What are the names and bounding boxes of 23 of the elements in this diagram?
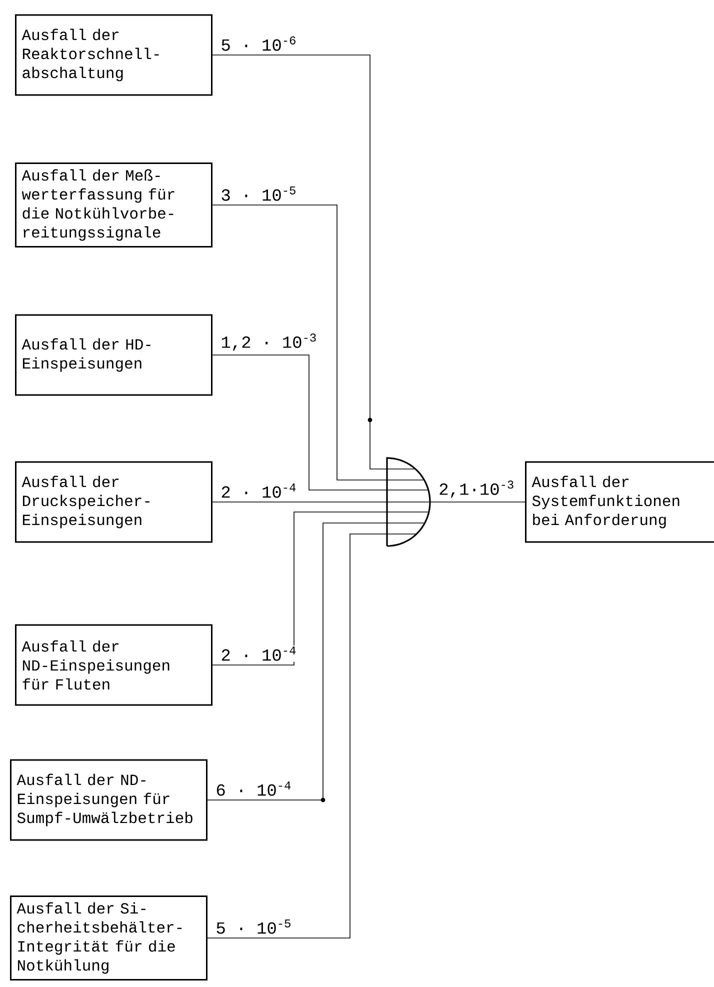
event-box: Ausfall der HD- Einspeisungen [15, 314, 212, 396]
event-box: Ausfall der Reaktorschnell- abschaltung [15, 14, 212, 96]
gate-symbol [386, 457, 431, 547]
event-box: Ausfall der ND- Einspeisungen für Sumpf-Umwälzbetrieb [10, 759, 208, 841]
edge-label: 2 · 10$^{-4}$ [222, 646, 296, 661]
connector-line [212, 204, 388, 480]
edge-label: 6 · 10$^{-4}$ [216, 782, 291, 796]
edge-label: 5 · 10$^{-6}$ [222, 36, 296, 51]
edge-label: 2 · 10$^{-4}$ [222, 484, 296, 498]
event-box: Ausfall der Systemfunktionen bei Anforderung [525, 461, 714, 543]
connector-line [212, 54, 388, 470]
event-box: Ausfall der Druckspeicher- Einspeisungen [15, 461, 212, 543]
event-box: Ausfall der Meß- werterfassung für die Notkühlvorbe- reitungssignale [15, 162, 212, 248]
edge-label: 5 · 10$^{-5}$ [216, 920, 290, 934]
connector-line [207, 534, 388, 938]
edge-label: 2,1·10$^{-3}$ [440, 480, 514, 498]
event-box: Ausfall der Si- cherheitsbehälter- Integrität für die Notkühlung [10, 896, 208, 980]
edge-label: 3 · 10$^{-5}$ [222, 186, 296, 201]
connector-line [212, 354, 388, 490]
event-box: Ausfall der ND-Einspeisungen für Fluten [15, 624, 212, 706]
connector-line [212, 512, 388, 666]
edge-label: 1,2 · 10$^{-3}$ [222, 334, 316, 351]
connector-line [207, 522, 388, 800]
